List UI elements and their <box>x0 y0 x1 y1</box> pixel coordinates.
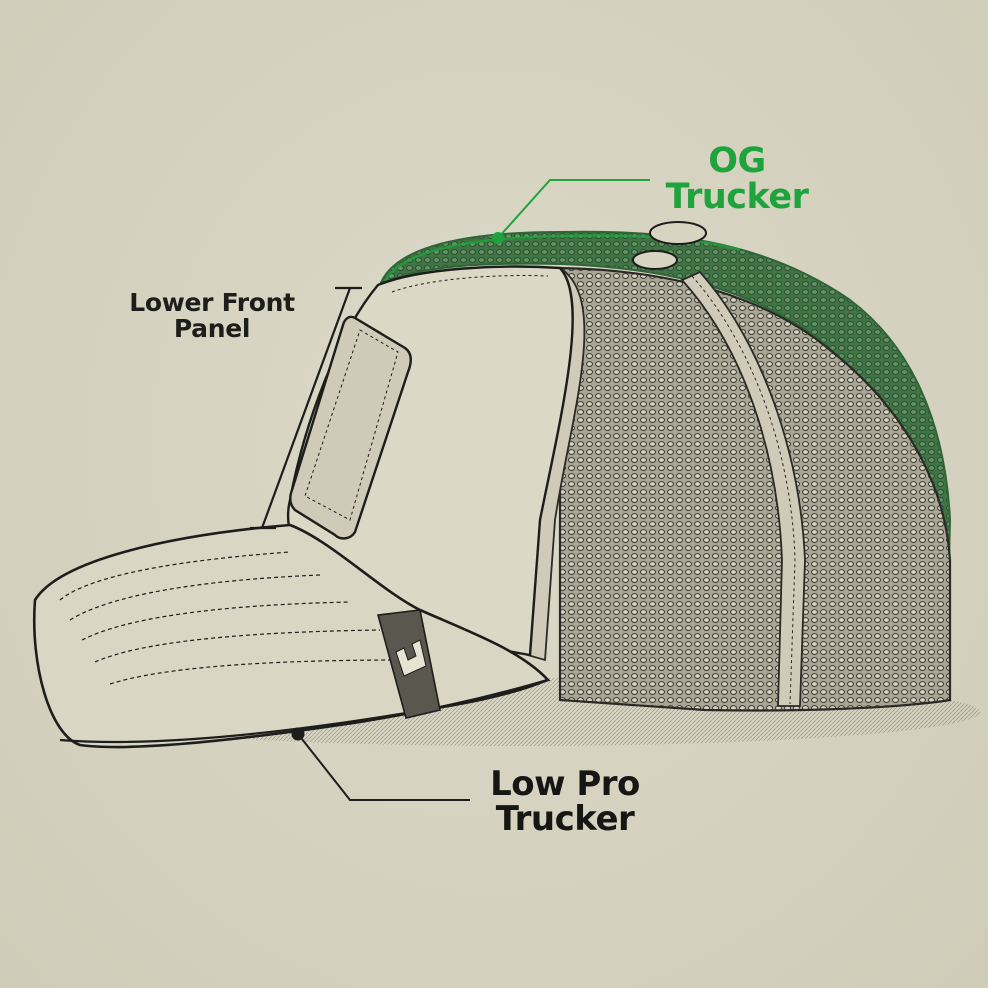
lower-front-panel-label-line1: Lower Front <box>129 288 295 317</box>
crown-button <box>649 221 707 245</box>
low-pro-trucker-label: Low Pro Trucker <box>480 767 650 836</box>
low-pro-trucker-label-line2: Trucker <box>495 798 635 839</box>
low-pro-callout-line <box>297 733 470 801</box>
seam-tape-rear <box>680 270 806 707</box>
og-trucker-label-line1: OG <box>708 141 766 181</box>
og-trucker-label: OG Trucker <box>662 141 812 217</box>
og-crown-outline <box>378 230 952 601</box>
low-pro-trucker-label-line1: Low Pro <box>490 764 640 804</box>
mesh-rear-panel <box>558 266 952 712</box>
og-callout-line <box>497 179 650 239</box>
logo-icon <box>395 639 427 677</box>
og-trucker-label-line2: Trucker <box>665 176 809 217</box>
front-patch <box>289 315 412 540</box>
crown-button-base <box>632 250 678 270</box>
lower-front-bracket <box>260 287 352 529</box>
lower-front-panel-label: Lower Front Panel <box>112 290 312 341</box>
lower-front-panel-label-line2: Panel <box>173 313 251 343</box>
